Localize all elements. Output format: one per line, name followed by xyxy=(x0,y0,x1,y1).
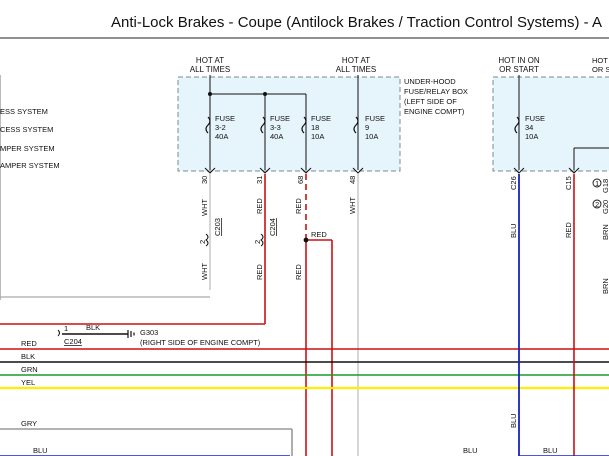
wire-color-label: RED xyxy=(255,198,264,214)
fuse-number: 3-3 xyxy=(270,123,281,132)
fuse-name: FUSE xyxy=(215,114,235,123)
connector-label: C204 xyxy=(268,218,277,236)
bus-wire-label: YEL xyxy=(21,378,35,387)
fuse-box-label: ENGINE COMPT) xyxy=(404,107,465,116)
fuse-number: 34 xyxy=(525,123,533,132)
left-system-label: AMPER SYSTEM xyxy=(0,161,60,170)
bus-wire-label: BLK xyxy=(21,352,35,361)
ground-icon xyxy=(127,330,135,338)
terminal-icon xyxy=(352,167,364,174)
fuse-name: FUSE xyxy=(525,114,545,123)
left-system-label: ESS SYSTEM xyxy=(0,107,48,116)
fuse-number: 18 xyxy=(311,123,319,132)
wire-label: GRY xyxy=(21,419,37,428)
terminal-icon xyxy=(204,167,216,174)
wire-color-label: RED xyxy=(255,264,264,280)
fuse-number: 3-2 xyxy=(215,123,226,132)
fuse-rating: 10A xyxy=(365,132,378,141)
wire-label: BLU xyxy=(463,446,478,455)
wire-color-label: RED xyxy=(564,222,573,238)
left-system-label: CESS SYSTEM xyxy=(0,125,53,134)
ground-name: G303 xyxy=(140,328,158,337)
terminal-icon xyxy=(568,167,580,174)
hot-in-on-label: HOT IN ON xyxy=(498,56,539,65)
terminal-icon xyxy=(259,167,271,174)
connector-label: C203 xyxy=(213,218,222,236)
splice-dot xyxy=(208,92,212,96)
wire-color-label: BRN xyxy=(601,278,609,294)
ground-connector: C204 xyxy=(64,337,82,346)
connector-pin: 2 xyxy=(253,240,262,244)
fuse-rating: 40A xyxy=(270,132,283,141)
circled-number-icon xyxy=(592,199,602,209)
fuse-icon xyxy=(301,116,307,134)
fuse-name: FUSE xyxy=(311,114,331,123)
terminal-icon xyxy=(513,167,525,174)
hot-partial-label: HOT xyxy=(592,56,608,65)
pin-number: C26 xyxy=(509,176,518,190)
connector-icon xyxy=(205,233,209,247)
splice-dot xyxy=(303,237,309,243)
pin-number: C15 xyxy=(564,176,573,190)
pin-number: 48 xyxy=(348,176,357,184)
pin-number: 68 xyxy=(296,176,305,184)
hot-partial-label: OR S xyxy=(592,65,609,74)
fuse-icon xyxy=(353,116,359,134)
wire-color-label: WHT xyxy=(348,197,357,214)
wire-color-label: RED xyxy=(294,198,303,214)
left-system-label: MPER SYSTEM xyxy=(0,144,55,153)
marker-label: G20 xyxy=(601,200,609,214)
fuse-box-label: FUSE/RELAY BOX xyxy=(404,87,468,96)
marker-label: G18 xyxy=(601,179,609,193)
pin-number: 30 xyxy=(200,176,209,184)
pin-number: 31 xyxy=(255,176,264,184)
splice-wire-label: RED xyxy=(311,230,327,239)
wire-color-label: BRN xyxy=(601,224,609,240)
circled-number-icon xyxy=(592,178,602,188)
connector-icon xyxy=(260,233,264,247)
right-fuse-box xyxy=(492,76,609,172)
fuse-rating: 10A xyxy=(311,132,324,141)
wire-label: BLU xyxy=(33,446,48,455)
fuse-name: FUSE xyxy=(270,114,290,123)
under-hood-fuse-relay-box xyxy=(177,76,401,172)
terminal-icon xyxy=(300,167,312,174)
fuse-rating: 40A xyxy=(215,132,228,141)
fuse-name: FUSE xyxy=(365,114,385,123)
wire-label: BLU xyxy=(543,446,558,455)
ground-wire-label: BLK xyxy=(86,323,100,332)
hot-at-all-times-label: HOT AT xyxy=(342,56,370,65)
fuse-box-label: (LEFT SIDE OF xyxy=(404,97,457,106)
wire-color-label: BLU xyxy=(509,223,518,238)
marker-number: 2 xyxy=(595,200,599,209)
bus-wire-label: GRN xyxy=(21,365,38,374)
diagram-title: Anti-Lock Brakes - Coupe (Antilock Brake… xyxy=(111,14,602,31)
wire-color-label: WHT xyxy=(200,263,209,280)
fuse-icon xyxy=(514,116,520,134)
hot-at-all-times-label: ALL TIMES xyxy=(336,65,376,74)
bus-wire-label: RED xyxy=(21,339,37,348)
fuse-rating: 10A xyxy=(525,132,538,141)
hot-at-all-times-label: ALL TIMES xyxy=(190,65,230,74)
hot-in-on-label: OR START xyxy=(499,65,539,74)
connector-pin: 2 xyxy=(198,240,207,244)
fuse-number: 9 xyxy=(365,123,369,132)
marker-number: 1 xyxy=(595,179,599,188)
wire-color-label: WHT xyxy=(200,199,209,216)
connector-icon xyxy=(57,329,60,337)
hot-at-all-times-label: HOT AT xyxy=(196,56,224,65)
wire-color-label: RED xyxy=(294,264,303,280)
wire-color-label: BLU xyxy=(509,413,518,428)
fuse-box-label: UNDER-HOOD xyxy=(404,77,456,86)
ground-pin: 1 xyxy=(64,324,68,333)
ground-location: (RIGHT SIDE OF ENGINE COMPT) xyxy=(140,338,261,347)
fuse-icon xyxy=(260,116,266,134)
fuse-icon xyxy=(205,116,211,134)
